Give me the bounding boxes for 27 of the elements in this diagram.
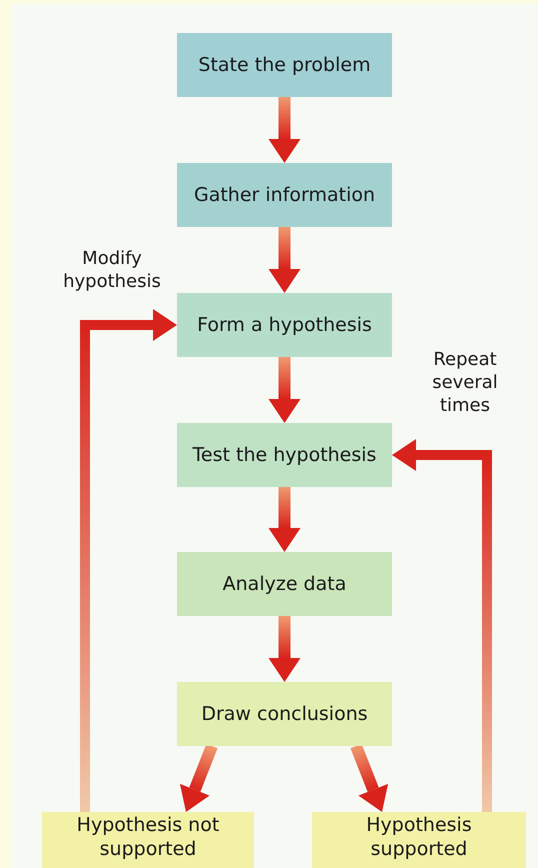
process-box: [177, 423, 392, 487]
process-box: [312, 812, 526, 868]
arrow: [80, 309, 177, 812]
process-box: [177, 552, 392, 616]
box-label: Hypothesis not supported: [76, 813, 220, 861]
arrow: [268, 227, 300, 293]
box-label: Gather information: [194, 183, 376, 207]
box-label: Form a hypothesis: [197, 313, 372, 337]
box-label: Analyze data: [222, 572, 346, 596]
arrow: [392, 439, 492, 812]
process-box: [177, 33, 392, 97]
process-box: [42, 812, 254, 868]
process-box: [177, 682, 392, 746]
box-label: State the problem: [198, 53, 371, 77]
arrow: [268, 357, 300, 423]
process-box: [177, 293, 392, 357]
edge-label: Modify hypothesis: [62, 247, 162, 293]
arrow: [268, 487, 300, 552]
arrow: [180, 744, 218, 812]
box-label: Draw conclusions: [201, 702, 368, 726]
edge-label: Repeat several times: [431, 348, 499, 417]
arrow: [350, 744, 388, 812]
process-box: [177, 163, 392, 227]
box-label: Hypothesis supported: [365, 813, 473, 861]
box-label: Test the hypothesis: [192, 443, 376, 467]
arrow: [268, 97, 300, 163]
arrow: [268, 616, 300, 682]
